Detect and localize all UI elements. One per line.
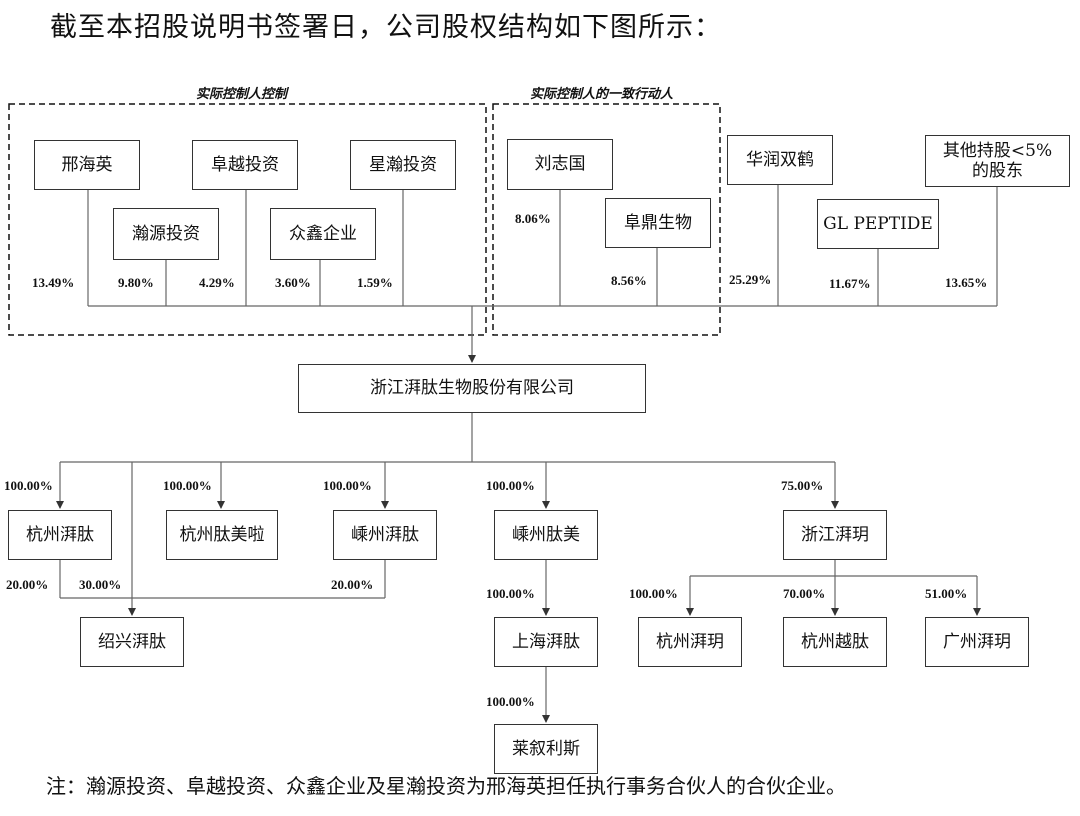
- pct-others: 13.65%: [945, 275, 988, 290]
- node-liu-zhiguo: 刘志国: [507, 139, 613, 190]
- concert-group-frame: [492, 103, 721, 336]
- pct-zhongxin: 3.60%: [275, 275, 311, 290]
- node-hanyuan-investment: 瀚源投资: [113, 208, 219, 260]
- pct-hangzhou-yuetai: 70.00%: [783, 586, 826, 601]
- pct-guangzhou-paiyue: 51.00%: [925, 586, 968, 601]
- pct-hangzhou-peptide: 100.00%: [4, 478, 53, 493]
- concert-group-label: 实际控制人的一致行动人: [530, 87, 674, 102]
- pct-hangzhou-paiyue: 100.00%: [629, 586, 678, 601]
- node-xing-haiying: 邢海英: [34, 140, 140, 190]
- pct-zhejiang-paiyue: 75.00%: [781, 478, 824, 493]
- page-heading: 截至本招股说明书签署日，公司股权结构如下图所示：: [50, 12, 722, 43]
- node-shaoxing-peptide: 绍兴湃肽: [80, 617, 184, 667]
- node-zhongxin-enterprise: 众鑫企业: [270, 208, 376, 260]
- footnote: 注：瀚源投资、阜越投资、众鑫企业及星瀚投资为邢海英担任执行事务合伙人的合伙企业。: [46, 774, 846, 798]
- node-gl-peptide: GL PEPTIDE: [817, 199, 939, 249]
- pct-shanghai-peptide: 100.00%: [486, 586, 535, 601]
- pct-shaoxing-from-hangzhou: 20.00%: [6, 577, 49, 592]
- node-xinghan-investment: 星瀚投资: [350, 140, 456, 190]
- pct-fuding: 8.56%: [611, 273, 647, 288]
- pct-gl-peptide: 11.67%: [829, 276, 871, 291]
- node-fuding-bio: 阜鼎生物: [605, 198, 711, 248]
- pct-xing-haiying: 13.49%: [32, 275, 75, 290]
- node-shengzhou-taimei: 嵊州肽美: [494, 510, 598, 560]
- node-hangzhou-yuetai: 杭州越肽: [783, 617, 887, 667]
- pct-shengzhou-taimei: 100.00%: [486, 478, 535, 493]
- controller-group-frame: [8, 103, 487, 336]
- node-hangzhou-peptide: 杭州湃肽: [8, 510, 112, 560]
- node-laixu-lisi: 莱叙利斯: [494, 724, 598, 774]
- node-shanghai-peptide: 上海湃肽: [494, 617, 598, 667]
- node-huarun-shuanghe: 华润双鹤: [727, 135, 833, 185]
- pct-shengzhou-peptide: 100.00%: [323, 478, 372, 493]
- pct-liu-zhiguo: 8.06%: [515, 211, 551, 226]
- node-shengzhou-peptide: 嵊州湃肽: [333, 510, 437, 560]
- pct-laixu-lisi: 100.00%: [486, 694, 535, 709]
- pct-huarun: 25.29%: [729, 272, 772, 287]
- pct-shaoxing-from-company: 30.00%: [79, 577, 122, 592]
- node-zhejiang-paiyue: 浙江湃玥: [783, 510, 887, 560]
- node-hangzhou-paiyue: 杭州湃玥: [638, 617, 742, 667]
- controller-group-label: 实际控制人控制: [196, 87, 288, 102]
- node-fuyue-investment: 阜越投资: [192, 140, 298, 190]
- node-other-shareholders: 其他持股<5% 的股东: [925, 135, 1070, 187]
- node-company: 浙江湃肽生物股份有限公司: [298, 364, 646, 413]
- node-hangzhou-taimeila: 杭州肽美啦: [166, 510, 278, 560]
- pct-fuyue: 4.29%: [199, 275, 235, 290]
- pct-hangzhou-taimeila: 100.00%: [163, 478, 212, 493]
- pct-xinghan: 1.59%: [357, 275, 393, 290]
- node-guangzhou-paiyue: 广州湃玥: [925, 617, 1029, 667]
- pct-shaoxing-from-shengzhou: 20.00%: [331, 577, 374, 592]
- pct-hanyuan: 9.80%: [118, 275, 154, 290]
